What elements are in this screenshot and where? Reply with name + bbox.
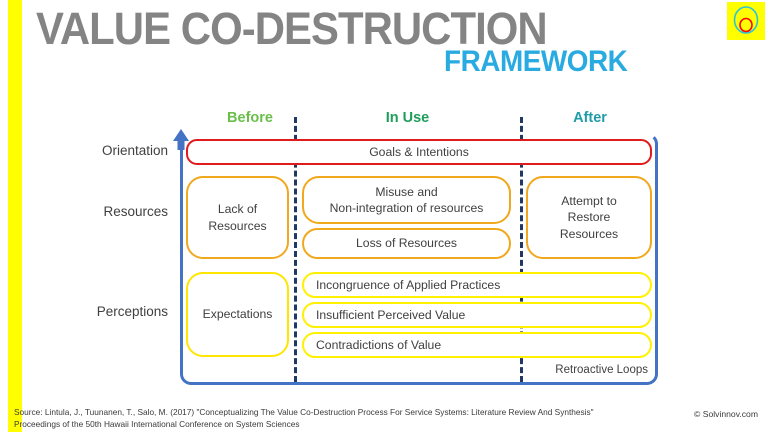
card-contradictions-of-value[interactable]: Contradictions of Value xyxy=(302,332,652,358)
phase-divider-inuse-after xyxy=(520,117,523,382)
card-expectations[interactable]: Expectations xyxy=(186,272,289,357)
card-loss-of-resources[interactable]: Loss of Resources xyxy=(302,228,511,259)
row-label-perceptions: Perceptions xyxy=(96,304,168,319)
left-accent-stripe xyxy=(8,0,22,432)
card-insufficient-perceived-value[interactable]: Insufficient Perceived Value xyxy=(302,302,652,328)
process-frame xyxy=(180,133,658,385)
card-incongruence-applied-practices[interactable]: Incongruence of Applied Practices xyxy=(302,272,652,298)
retroactive-loops-label: Retroactive Loops xyxy=(555,364,648,376)
source-citation: Source: Lintula, J., Tuunanen, T., Salo,… xyxy=(14,406,634,430)
phase-divider-before-inuse xyxy=(294,117,297,382)
row-label-resources: Resources xyxy=(103,204,168,219)
page-title: VALUE CO-DESTRUCTION xyxy=(36,3,548,54)
source-citation-line1: Source: Lintula, J., Tuunanen, T., Salo,… xyxy=(14,407,594,417)
column-header-before: Before xyxy=(227,110,273,126)
upward-arrow-icon xyxy=(173,129,189,150)
page-subtitle: FRAMEWORK xyxy=(444,45,628,78)
solvinnov-logo-icon xyxy=(727,2,765,40)
column-header-after: After xyxy=(573,110,607,126)
source-citation-line2: Proceedings of the 50th Hawaii Internati… xyxy=(14,419,300,430)
column-header-in-use: In Use xyxy=(385,110,430,126)
row-label-orientation: Orientation xyxy=(101,143,168,158)
copyright-label: © Solvinnov.com xyxy=(694,409,758,419)
card-goals-intentions[interactable]: Goals & Intentions xyxy=(186,139,652,165)
